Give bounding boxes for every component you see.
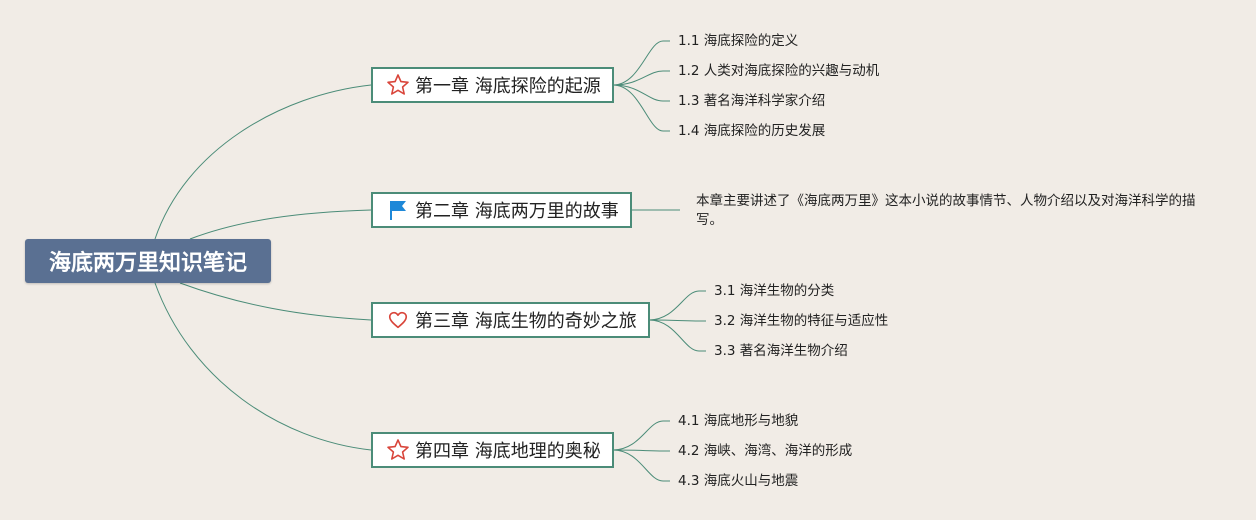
connector-ch3-leaf-1 bbox=[648, 290, 706, 321]
connector-root-chapter-3 bbox=[179, 282, 372, 321]
root-topic-label: 海底两万里知识笔记 bbox=[48, 251, 247, 276]
heart-icon bbox=[385, 307, 411, 333]
chapter-1-topic[interactable]: 第一章 海底探险的起源 bbox=[371, 67, 614, 103]
leaf-topic-1-2[interactable]: 1.2 人类对海底探险的兴趣与动机 bbox=[678, 63, 880, 79]
leaf-topic-4-1[interactable]: 4.1 海底地形与地貌 bbox=[678, 413, 799, 429]
connector-root-chapter-1 bbox=[154, 84, 372, 240]
connector-ch1-leaf-2 bbox=[612, 70, 670, 86]
flag-icon bbox=[385, 197, 411, 223]
connector-ch1-leaf-1 bbox=[612, 40, 670, 86]
leaf-topic-1-1[interactable]: 1.1 海底探险的定义 bbox=[678, 33, 799, 49]
connector-ch3-leaf-2 bbox=[648, 319, 706, 322]
chapter-2-label: 第二章 海底两万里的故事 bbox=[415, 201, 619, 222]
leaf-topic-3-3[interactable]: 3.3 著名海洋生物介绍 bbox=[714, 343, 848, 359]
connector-ch4-leaf-2 bbox=[612, 449, 670, 452]
connector-ch1-leaf-3 bbox=[612, 84, 670, 102]
leaf-topic-1-3[interactable]: 1.3 著名海洋科学家介绍 bbox=[678, 93, 826, 109]
leaf-topic-4-3[interactable]: 4.3 海底火山与地震 bbox=[678, 473, 799, 489]
leaf-topic-3-1[interactable]: 3.1 海洋生物的分类 bbox=[714, 283, 835, 299]
connector-ch4-leaf-1 bbox=[612, 420, 670, 451]
chapter-1-label: 第一章 海底探险的起源 bbox=[415, 76, 601, 97]
chapter-3-topic[interactable]: 第三章 海底生物的奇妙之旅 bbox=[371, 302, 650, 338]
connector-ch4-leaf-3 bbox=[612, 449, 670, 482]
root-topic[interactable]: 海底两万里知识笔记 bbox=[25, 239, 271, 283]
star-icon bbox=[385, 72, 411, 98]
connector-ch3-leaf-3 bbox=[648, 319, 706, 352]
leaf-topic-3-2[interactable]: 3.2 海洋生物的特征与适应性 bbox=[714, 313, 889, 329]
leaf-topic-1-4[interactable]: 1.4 海底探险的历史发展 bbox=[678, 123, 826, 139]
connector-ch1-leaf-4 bbox=[612, 84, 670, 132]
chapter-2-topic[interactable]: 第二章 海底两万里的故事 bbox=[371, 192, 632, 228]
chapter-4-topic[interactable]: 第四章 海底地理的奥秘 bbox=[371, 432, 614, 468]
chapter-2-summary-note[interactable]: 本章主要讲述了《海底两万里》这本小说的故事情节、人物介绍以及对海洋科学的描写。 bbox=[696, 193, 1196, 228]
connector-root-chapter-4 bbox=[154, 282, 372, 451]
connector-root-chapter-2 bbox=[189, 209, 372, 240]
star-icon bbox=[385, 437, 411, 463]
chapter-4-label: 第四章 海底地理的奥秘 bbox=[415, 441, 601, 462]
chapter-3-label: 第三章 海底生物的奇妙之旅 bbox=[415, 311, 637, 332]
leaf-topic-4-2[interactable]: 4.2 海峡、海湾、海洋的形成 bbox=[678, 443, 853, 459]
